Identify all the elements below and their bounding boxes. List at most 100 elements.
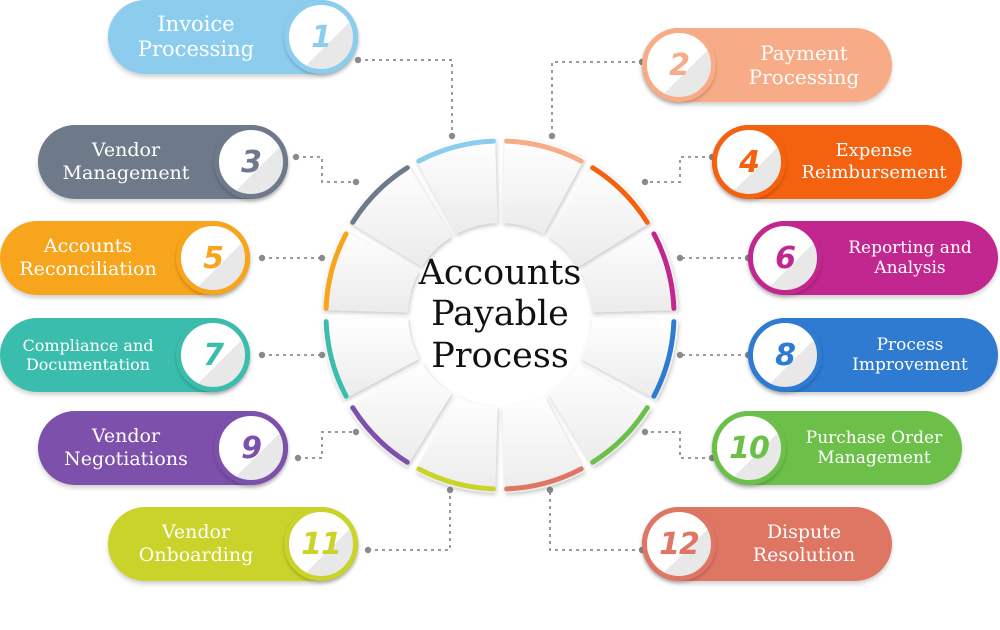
step-number-badge: 1 (284, 0, 358, 74)
wheel-segment-edge (590, 165, 650, 225)
step-label-line: Vendor (91, 425, 161, 448)
wheel-segment-edge (323, 319, 349, 399)
connector-line (368, 490, 451, 551)
wheel-segment (322, 317, 420, 400)
diagram-title-line: Process (431, 335, 569, 376)
connector-dot (318, 254, 326, 262)
connector-line (549, 490, 642, 551)
wheel-segment (348, 363, 452, 467)
step-label-line: Documentation (25, 355, 151, 374)
step-label-line: Compliance and (22, 335, 154, 355)
step-number-badge: 2 (642, 28, 716, 102)
step-label-line: Management (62, 162, 190, 184)
step-number: 1 (311, 19, 332, 55)
step-number: 9 (241, 430, 262, 466)
wheel-segment-edge (350, 405, 410, 465)
step-number: 2 (669, 47, 690, 83)
connector-dot (641, 178, 649, 186)
connector-dot (676, 351, 684, 359)
wheel-segment-edge (416, 466, 496, 492)
wheel-segment (415, 395, 498, 493)
step-number-badge: 3 (214, 125, 288, 199)
step-number: 11 (301, 526, 342, 562)
step-number: 12 (659, 526, 700, 562)
connector-line (358, 59, 453, 136)
step-number-badge: 11 (284, 507, 358, 581)
connector-dot (676, 254, 684, 262)
diagram-title-line: Accounts (418, 253, 582, 294)
step-number: 4 (739, 144, 760, 180)
connector-dot (364, 546, 372, 554)
connector-dot (352, 178, 360, 186)
connector-dot (548, 132, 556, 140)
connector-dot (352, 428, 360, 436)
connector-dot (448, 132, 456, 140)
step-number-badge: 8 (748, 318, 822, 392)
connector-dot (546, 486, 554, 494)
step-number-badge: 4 (712, 125, 786, 199)
step-label-line: Analysis (874, 258, 946, 278)
wheel-segment-edge (590, 405, 650, 465)
wheel-segment-edge (504, 466, 584, 492)
step-label-line: Processing (748, 65, 860, 89)
connector-line (645, 431, 712, 459)
step-label-line: Reporting and (848, 237, 972, 258)
connector-dot (258, 351, 266, 359)
step-label-line: Accounts (43, 235, 133, 258)
step-label-line: Process (876, 334, 944, 355)
connector-line (296, 156, 356, 183)
wheel-segment (548, 363, 652, 467)
connector-dot (446, 486, 454, 494)
step-label-line: Payment (760, 41, 848, 65)
connector-lines (258, 56, 752, 554)
step-number: 5 (203, 240, 224, 276)
diagram-title: Accounts Payable Process (400, 240, 600, 390)
connector-dot (258, 254, 266, 262)
step-number-badge: 10 (712, 411, 786, 485)
connector-dot (292, 153, 300, 161)
wheel-segment (548, 163, 652, 267)
step-label-line: Purchase Order (805, 427, 943, 448)
wheel-segment (502, 395, 585, 493)
wheel-segment-edge (416, 138, 496, 164)
step-label-line: Invoice (157, 11, 235, 36)
step-label-line: Negotiations (64, 448, 188, 470)
connector-dot (294, 454, 302, 462)
connector-line (298, 431, 356, 459)
step-number: 10 (729, 430, 770, 466)
step-label-line: Reconciliation (19, 258, 157, 280)
step-label-line: Processing (137, 37, 255, 61)
step-label-line: Expense (835, 140, 913, 162)
step-label-line: Management (817, 448, 931, 468)
step-number-badge: 7 (176, 318, 250, 392)
wheel-segment-edge (504, 138, 584, 164)
connector-line (645, 156, 712, 183)
step-label-line: Improvement (852, 355, 968, 375)
wheel-segment (502, 137, 585, 235)
